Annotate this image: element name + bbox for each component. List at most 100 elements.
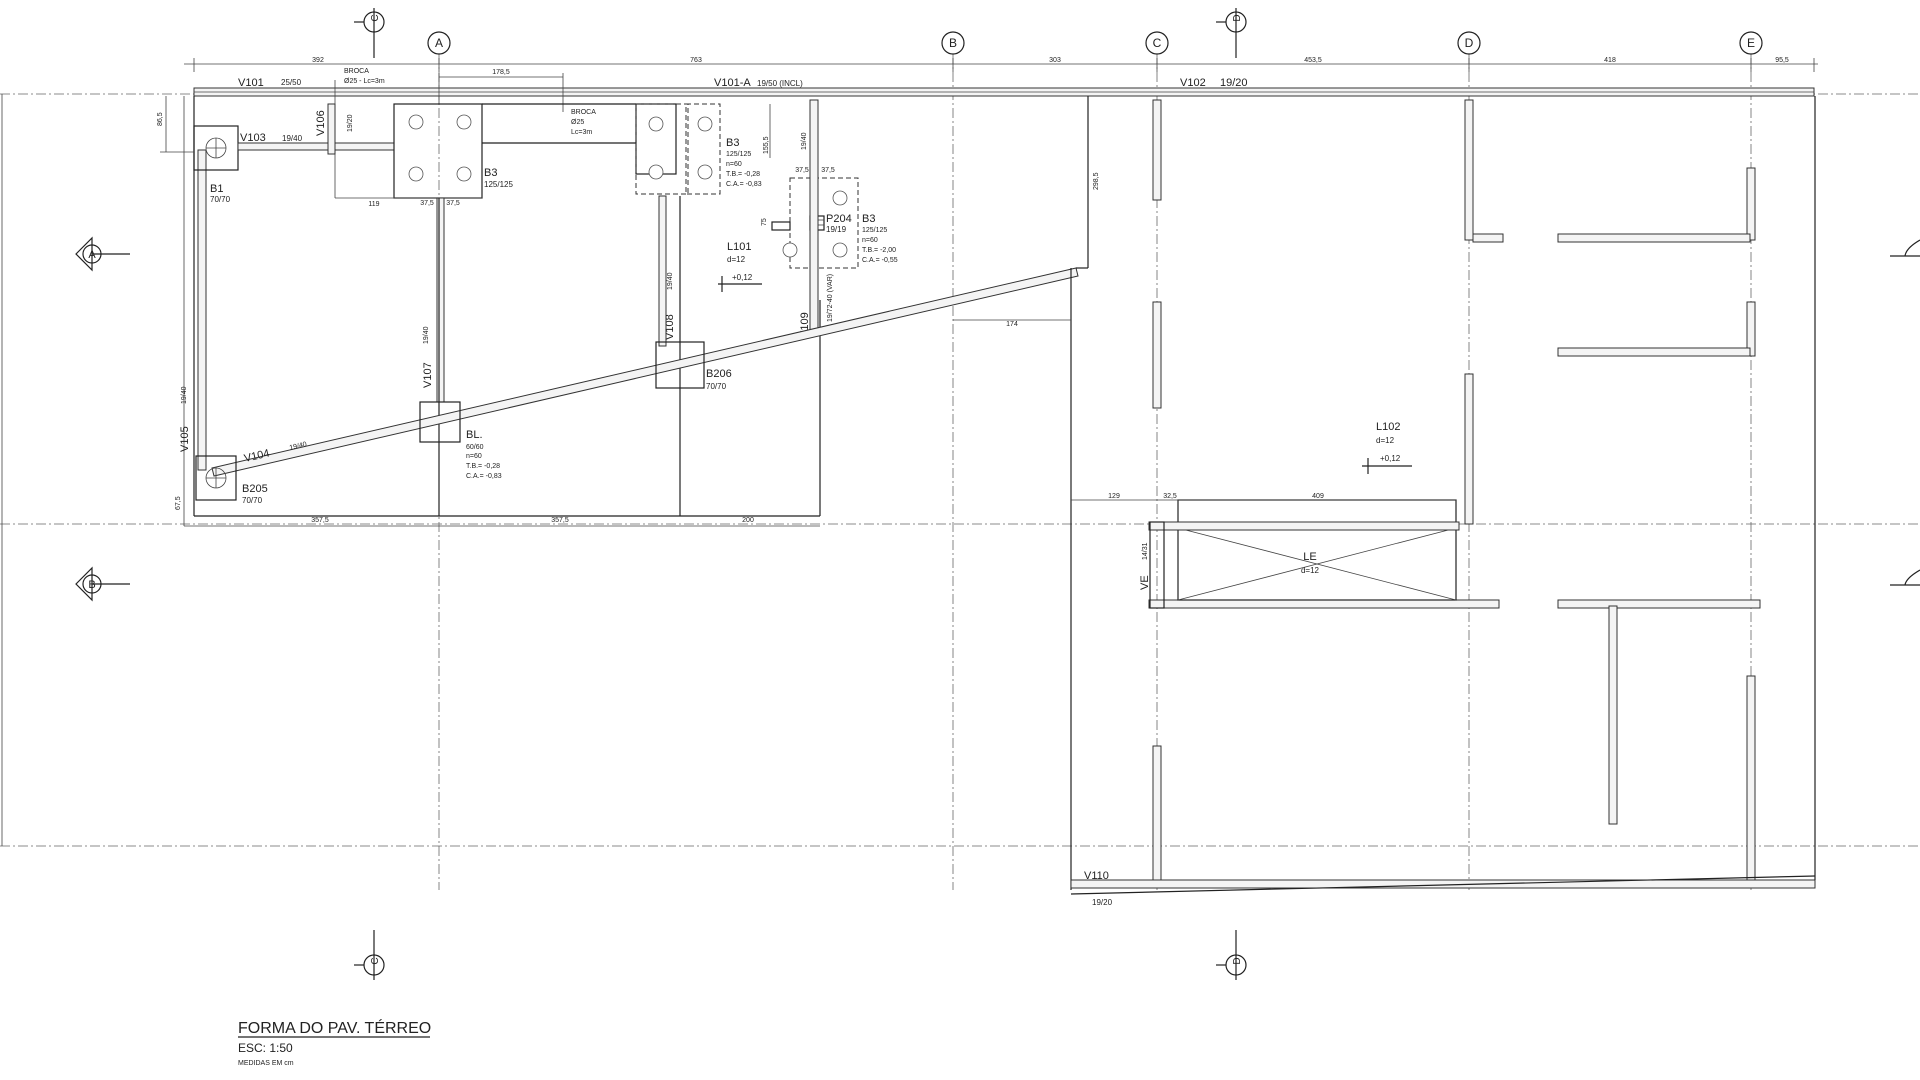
dim-top-1: 392 (312, 57, 324, 64)
dim-178-bracket: 178,5 (438, 69, 564, 112)
block-b3a-label: B3 (484, 167, 497, 179)
beam-v101a-label: V101-A (714, 77, 751, 89)
beam-v101a-size: 19/50 (INCL) (757, 79, 803, 88)
dim-409: 409 (1312, 493, 1324, 500)
axis-label-e: E (1747, 36, 1755, 50)
beam-v107-size: 19/40 (423, 326, 430, 344)
block-b3c-label: B3 (862, 213, 875, 225)
slab-l101-level: +0,12 (732, 273, 753, 282)
block-b205-size: 70/70 (242, 496, 263, 505)
axis-bubble-c: C (1145, 31, 1169, 55)
block-b205-label: B205 (242, 483, 268, 495)
slab-le-label: LE (1303, 551, 1316, 563)
axis-marker-a: A (75, 236, 130, 272)
axis-label-d: D (1465, 36, 1474, 50)
dim-top-5: 418 (1604, 57, 1616, 64)
dim-top-6: 95,5 (1775, 57, 1789, 64)
beam-v103-size: 19/40 (282, 134, 303, 143)
block-b1-size: 70/70 (210, 195, 231, 204)
block-b3b-n: n=60 (726, 161, 742, 168)
block-b3b-label: B3 (726, 137, 739, 149)
block-bl-label: BL. (466, 429, 483, 441)
section-marker-c-bottom: C (354, 930, 385, 980)
dim-top-2: 763 (690, 57, 702, 64)
axis-label-c: C (1153, 36, 1162, 50)
block-b1-label: B1 (210, 183, 223, 195)
drawing-title: FORMA DO PAV. TÉRREO (238, 1018, 431, 1037)
beam-v106-label: V106 (315, 110, 327, 136)
dim-top-4: 453,5 (1304, 57, 1322, 64)
dim-129: 129 (1108, 493, 1120, 500)
section-marker-d-bottom: D (1216, 930, 1247, 980)
title-block: FORMA DO PAV. TÉRREO ESC: 1:50 MEDIDAS E… (238, 1018, 431, 1067)
beam-v103-label: V103 (240, 132, 266, 144)
block-b3c-size: 125/125 (862, 227, 887, 234)
dim-67: 67,5 (175, 496, 182, 510)
beam-top-band: V101 25/50 V101-A 19/50 (INCL) V102 19/2… (193, 77, 1815, 97)
pillar-p204-label: P204 (826, 213, 852, 225)
axis-bubble-e: E (1739, 31, 1763, 55)
section-label-d-top: D (1232, 14, 1243, 21)
block-b3b-ca: C.A.= -0,83 (726, 181, 762, 188)
beam-v108-label: V108 (664, 314, 676, 340)
slab-le-d: d=12 (1301, 566, 1320, 575)
beam-v107-label: V107 (422, 362, 434, 388)
beam-v108-size: 19/40 (667, 272, 674, 290)
dim-178: 178,5 (492, 69, 510, 76)
beam-v110-label: V110 (1084, 870, 1109, 882)
dim-75: 75 (761, 218, 768, 226)
axis-bubble-a: A (427, 31, 451, 55)
top-dimension-chain: 392 763 303 453,5 418 95,5 (184, 57, 1818, 72)
block-b3c-tb: T.B.= -2,00 (862, 247, 896, 254)
beam-v104-label: V104 (243, 447, 271, 464)
slab-l101-d: d=12 (727, 255, 746, 264)
dim-37-a: 37,5 (420, 200, 434, 207)
slab-l101-label: L101 (727, 241, 751, 253)
beam-v110-size: 19/20 (1092, 898, 1113, 907)
block-bl-size: 60/60 (466, 444, 484, 451)
left-structure: V105 19/40 B1 70/70 86,5 V103 19/40 V106… (157, 96, 1079, 527)
beam-v101-size: 25/50 (281, 78, 302, 87)
beam-v105-label: V105 (179, 426, 191, 452)
slab-l102-label: L102 (1376, 421, 1400, 433)
beam-v109-size: 19/72-40 (VAR) (827, 274, 834, 322)
axis-marker-right (1890, 239, 1920, 586)
beam-v104-size: 19/40 (289, 441, 308, 452)
dim-86: 86,5 (157, 112, 164, 126)
axis-bubble-d: D (1457, 31, 1481, 55)
block-bl-n: n=60 (466, 453, 482, 460)
dim-37-d: 37,5 (821, 167, 835, 174)
pillar-p204-size: 19/19 (826, 225, 847, 234)
dim-bottom-2: 357,5 (551, 517, 569, 524)
block-b206-label: B206 (706, 368, 732, 380)
block-b3b-tb: T.B.= -0,28 (726, 171, 760, 178)
block-bl-ca: C.A.= -0,83 (466, 473, 502, 480)
beam-v101-label: V101 (238, 77, 264, 89)
slab-l102-level: +0,12 (1380, 454, 1401, 463)
beam-ve-size: 14/31 (1142, 542, 1149, 560)
section-label-c-bottom: C (370, 957, 381, 964)
dim-bottom-1: 357,5 (311, 517, 329, 524)
dim-top-3: 303 (1049, 57, 1061, 64)
section-marker-d-top: D (1216, 8, 1247, 58)
right-structure: 298,5 174 LE d=12 VE 14/31 (953, 96, 1816, 907)
beam-v109-top-size: 19/40 (801, 132, 808, 150)
dim-119: 119 (368, 201, 379, 208)
drawing-scale: ESC: 1:50 (238, 1041, 293, 1055)
section-label-c-top: C (370, 14, 381, 21)
dim-37-c: 37,5 (795, 167, 809, 174)
broca-2-spec: Ø25 (571, 119, 584, 126)
beam-v106-size: 19/20 (347, 114, 354, 132)
axis-bubble-b: B (941, 31, 965, 55)
broca-1-spec: Ø25 - Lc=3m (344, 78, 385, 85)
broca-1-title: BROCA (344, 68, 369, 75)
beam-v105-size: 19/40 (181, 386, 188, 404)
block-bl-tb: T.B.= -0,28 (466, 463, 500, 470)
dim-298: 298,5 (1093, 172, 1100, 190)
dim-bottom-3: 200 (742, 517, 754, 524)
section-label-d-bottom: D (1232, 957, 1243, 964)
beam-ve-label: VE (1139, 575, 1151, 590)
block-b3b-size: 125/125 (726, 151, 751, 158)
broca-2-title: BROCA (571, 109, 596, 116)
dim-174: 174 (1006, 321, 1018, 328)
